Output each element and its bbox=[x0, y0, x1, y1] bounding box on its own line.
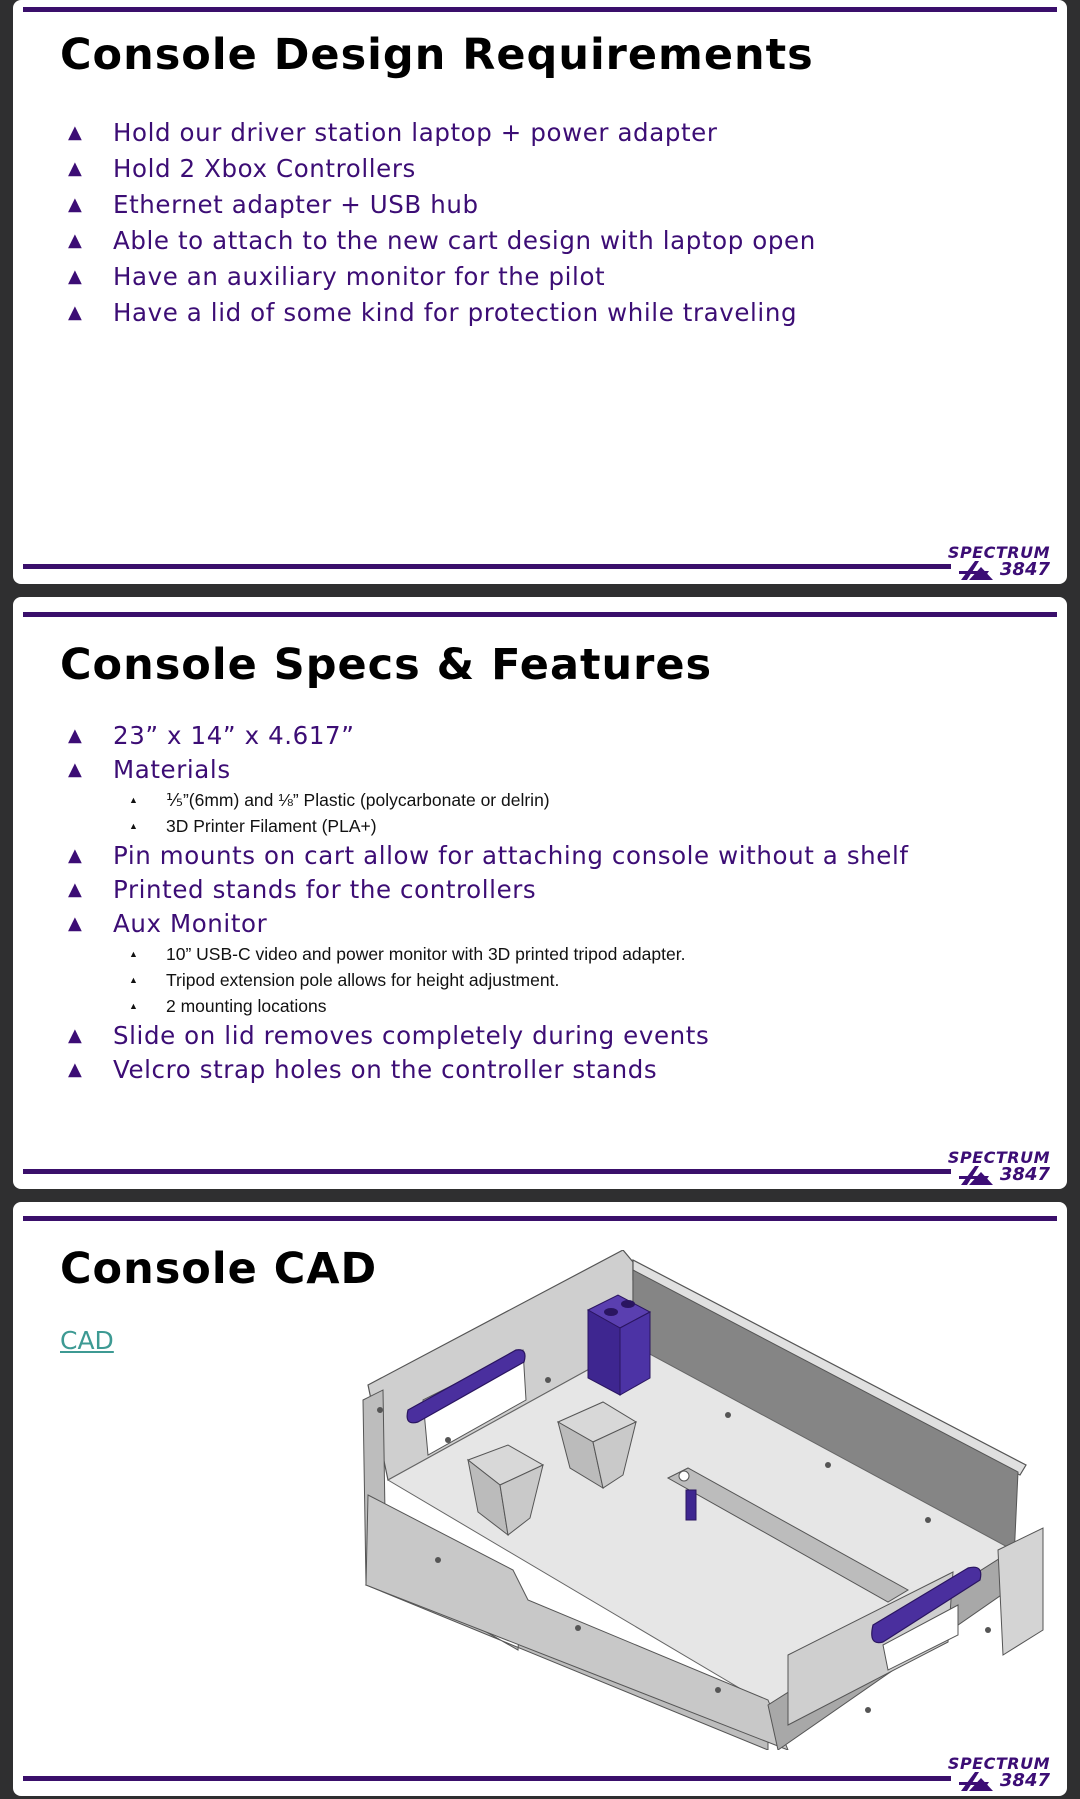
logo-mark-icon bbox=[959, 1772, 993, 1791]
triangle-bullet-icon: ▲ bbox=[68, 302, 83, 323]
top-rule bbox=[23, 1216, 1057, 1221]
cad-link[interactable]: CAD bbox=[60, 1326, 114, 1355]
small-triangle-bullet-icon: ▲ bbox=[129, 795, 138, 805]
top-rule bbox=[23, 612, 1057, 617]
triangle-bullet-icon: ▲ bbox=[68, 1025, 83, 1046]
sub-list-item: ▲2 mounting locations bbox=[113, 993, 1050, 1019]
logo-mark-icon bbox=[959, 561, 993, 580]
spectrum-logo: SPECTRUM 3847 bbox=[947, 543, 1050, 580]
list-item: ▲Velcro strap holes on the controller st… bbox=[60, 1053, 1050, 1087]
triangle-bullet-icon: ▲ bbox=[68, 1059, 83, 1080]
list-item: ▲Slide on lid removes completely during … bbox=[60, 1019, 1050, 1053]
list-item: ▲Have a lid of some kind for protection … bbox=[60, 295, 1050, 331]
triangle-bullet-icon: ▲ bbox=[68, 759, 83, 780]
triangle-bullet-icon: ▲ bbox=[68, 158, 83, 179]
bottom-rule bbox=[23, 564, 951, 569]
triangle-bullet-icon: ▲ bbox=[68, 122, 83, 143]
slide-title: Console CAD bbox=[60, 1244, 378, 1294]
small-triangle-bullet-icon: ▲ bbox=[129, 949, 138, 959]
small-triangle-bullet-icon: ▲ bbox=[129, 1001, 138, 1011]
list-item: ▲Hold our driver station laptop + power … bbox=[60, 115, 1050, 151]
slide-title: Console Specs & Features bbox=[60, 640, 713, 690]
sub-list: ▲⅕”(6mm) and ⅛” Plastic (polycarbonate o… bbox=[113, 787, 1050, 839]
sub-list-item: ▲Tripod extension pole allows for height… bbox=[113, 967, 1050, 993]
list-item: ▲Printed stands for the controllers bbox=[60, 873, 1050, 907]
bullet-list: ▲Hold our driver station laptop + power … bbox=[60, 115, 1050, 331]
slide-title: Console Design Requirements bbox=[60, 30, 814, 80]
list-item: ▲Hold 2 Xbox Controllers bbox=[60, 151, 1050, 187]
sub-list-item: ▲10” USB-C video and power monitor with … bbox=[113, 941, 1050, 967]
top-rule bbox=[23, 7, 1057, 12]
triangle-bullet-icon: ▲ bbox=[68, 194, 83, 215]
triangle-bullet-icon: ▲ bbox=[68, 230, 83, 251]
list-item: ▲Have an auxiliary monitor for the pilot bbox=[60, 259, 1050, 295]
list-item: ▲23” x 14” x 4.617” bbox=[60, 719, 1050, 753]
slide-specs-features: Console Specs & Features ▲23” x 14” x 4.… bbox=[13, 597, 1067, 1189]
triangle-bullet-icon: ▲ bbox=[68, 845, 83, 866]
list-item: ▲Pin mounts on cart allow for attaching … bbox=[60, 839, 1050, 873]
sub-list-item: ▲⅕”(6mm) and ⅛” Plastic (polycarbonate o… bbox=[113, 787, 1050, 813]
sub-list-item: ▲3D Printer Filament (PLA+) bbox=[113, 813, 1050, 839]
console-cad-render bbox=[362, 1250, 1044, 1750]
triangle-bullet-icon: ▲ bbox=[68, 913, 83, 934]
list-item: ▲Ethernet adapter + USB hub bbox=[60, 187, 1050, 223]
triangle-bullet-icon: ▲ bbox=[68, 879, 83, 900]
small-triangle-bullet-icon: ▲ bbox=[129, 975, 138, 985]
small-triangle-bullet-icon: ▲ bbox=[129, 821, 138, 831]
list-item: ▲Materials ▲⅕”(6mm) and ⅛” Plastic (poly… bbox=[60, 753, 1050, 839]
spectrum-logo: SPECTRUM 3847 bbox=[947, 1754, 1050, 1791]
bottom-rule bbox=[23, 1776, 951, 1781]
slide-design-requirements: Console Design Requirements ▲Hold our dr… bbox=[13, 0, 1067, 584]
bullet-list: ▲23” x 14” x 4.617” ▲Materials ▲⅕”(6mm) … bbox=[60, 719, 1050, 1087]
list-item: ▲Able to attach to the new cart design w… bbox=[60, 223, 1050, 259]
bottom-rule bbox=[23, 1169, 951, 1174]
spectrum-logo: SPECTRUM 3847 bbox=[947, 1148, 1050, 1185]
triangle-bullet-icon: ▲ bbox=[68, 725, 83, 746]
slide-console-cad: Console CAD CAD bbox=[13, 1202, 1067, 1796]
logo-mark-icon bbox=[959, 1166, 993, 1185]
triangle-bullet-icon: ▲ bbox=[68, 266, 83, 287]
sub-list: ▲10” USB-C video and power monitor with … bbox=[113, 941, 1050, 1019]
list-item: ▲Aux Monitor ▲10” USB-C video and power … bbox=[60, 907, 1050, 1019]
